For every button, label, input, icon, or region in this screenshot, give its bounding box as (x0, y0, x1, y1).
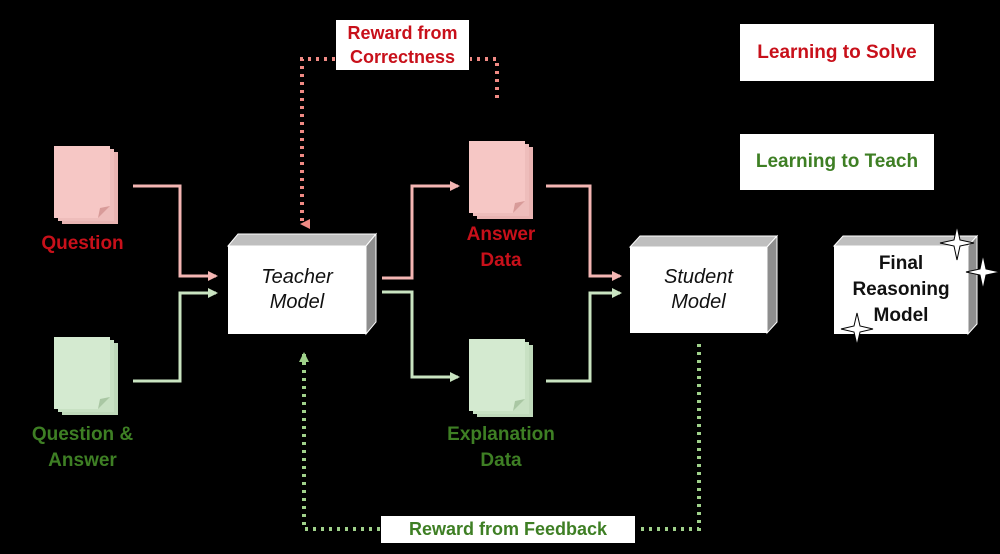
arrow-question-to-teacher (133, 184, 218, 281)
arrow-qa-to-teacher (133, 288, 218, 383)
sparkle-icon (965, 254, 1000, 290)
sparkle-icon (939, 225, 975, 261)
final-model-label: Final Reasoning Model (852, 253, 950, 326)
dotted-reward-feedback (304, 344, 701, 531)
arrow-explanation-to-student (546, 288, 622, 383)
legend-learning-to-teach: Learning to Teach (740, 134, 934, 190)
document-icon (54, 146, 120, 226)
teacher-model-label: Teacher Model (261, 266, 333, 313)
reward-correctness-tag: Reward from Correctness (336, 20, 469, 70)
dotted-reward-correctness (302, 57, 499, 224)
answer-data-label: Answer Data (466, 224, 536, 271)
student-model-box (628, 234, 779, 335)
teacher-model-box (226, 232, 378, 336)
arrow-teacher-to-explanation (382, 290, 460, 382)
explanation-data-label: Explanation Data (447, 424, 555, 471)
student-model-label: Student Model (664, 266, 733, 313)
arrow-answer-to-student (546, 184, 622, 281)
arrow-teacher-to-answer (382, 181, 460, 280)
sparkle-icon (840, 312, 874, 346)
reward-feedback-tag: Reward from Feedback (381, 516, 635, 543)
question-answer-label: Question & Answer (31, 424, 134, 471)
document-icon (54, 337, 120, 417)
question-label: Question (41, 233, 124, 254)
document-icon (469, 339, 535, 419)
document-icon (469, 141, 535, 221)
legend-learning-to-solve: Learning to Solve (740, 24, 934, 81)
